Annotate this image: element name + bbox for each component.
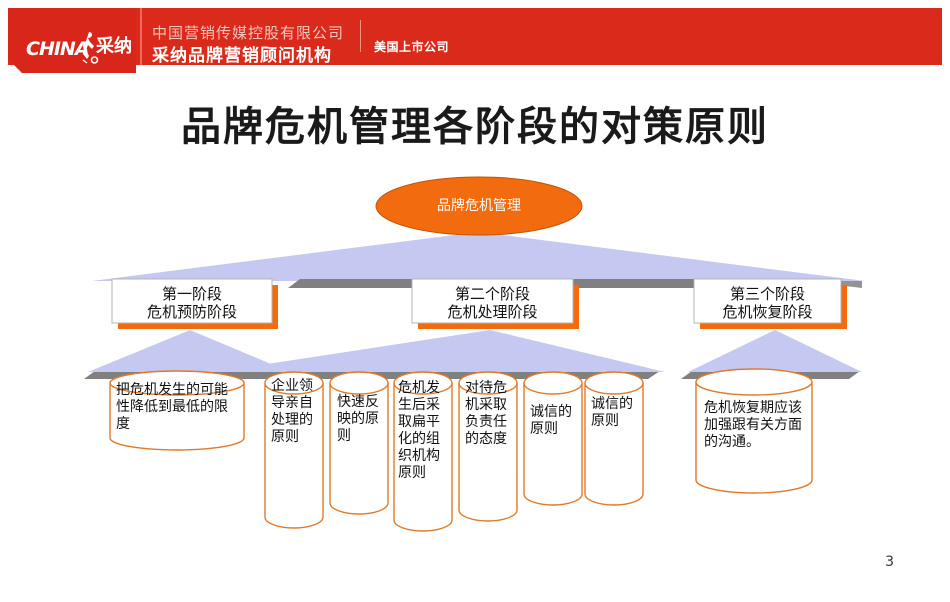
stage-box-3-accent-bottom — [700, 323, 847, 329]
principle-cylinder-6[interactable] — [523, 371, 583, 506]
header-divider-secondary — [360, 20, 361, 52]
logo-wordmark: CHINA — [26, 38, 89, 60]
principle-cylinder-8[interactable] — [695, 368, 813, 494]
page-number: 3 — [885, 554, 894, 570]
principle-cylinder-2[interactable] — [264, 371, 324, 529]
logo-chinese-name: 采纳 — [96, 36, 132, 57]
logo-block: CHINA 采纳 — [8, 8, 136, 73]
stage3-arrow — [688, 330, 862, 372]
stage2-arrow — [215, 330, 665, 372]
company-name-brand: 采纳品牌营销顾问机构 — [152, 46, 332, 66]
principle-cylinder-3[interactable] — [329, 371, 389, 515]
stage1-arrow — [88, 330, 290, 372]
stage-box-3-accent-right — [841, 285, 847, 329]
principle-cylinder-7[interactable] — [584, 371, 644, 506]
page-title: 品牌危机管理各阶段的对策原则 — [181, 104, 769, 150]
root-node-ellipse[interactable] — [375, 176, 583, 236]
stage-box-2-accent-bottom — [418, 323, 579, 329]
header-divider — [140, 8, 142, 65]
fan-arrow-top — [92, 232, 865, 281]
company-listing-badge: 美国上市公司 — [374, 40, 450, 54]
principle-cylinder-5[interactable] — [458, 371, 518, 522]
stage-box-1[interactable] — [111, 278, 273, 324]
stage-box-1-accent-bottom — [118, 323, 278, 329]
principle-cylinder-1[interactable] — [109, 370, 245, 451]
stage-box-1-accent-right — [272, 285, 278, 329]
principle-cylinder-4[interactable] — [393, 371, 453, 532]
stage-box-2[interactable] — [411, 278, 574, 324]
stage-box-3[interactable] — [693, 278, 842, 324]
logo-figure-icon — [80, 30, 100, 66]
company-name-full: 中国营销传媒控股有限公司 — [152, 24, 345, 42]
header-band — [8, 8, 942, 65]
stage-box-2-accent-right — [573, 285, 579, 329]
